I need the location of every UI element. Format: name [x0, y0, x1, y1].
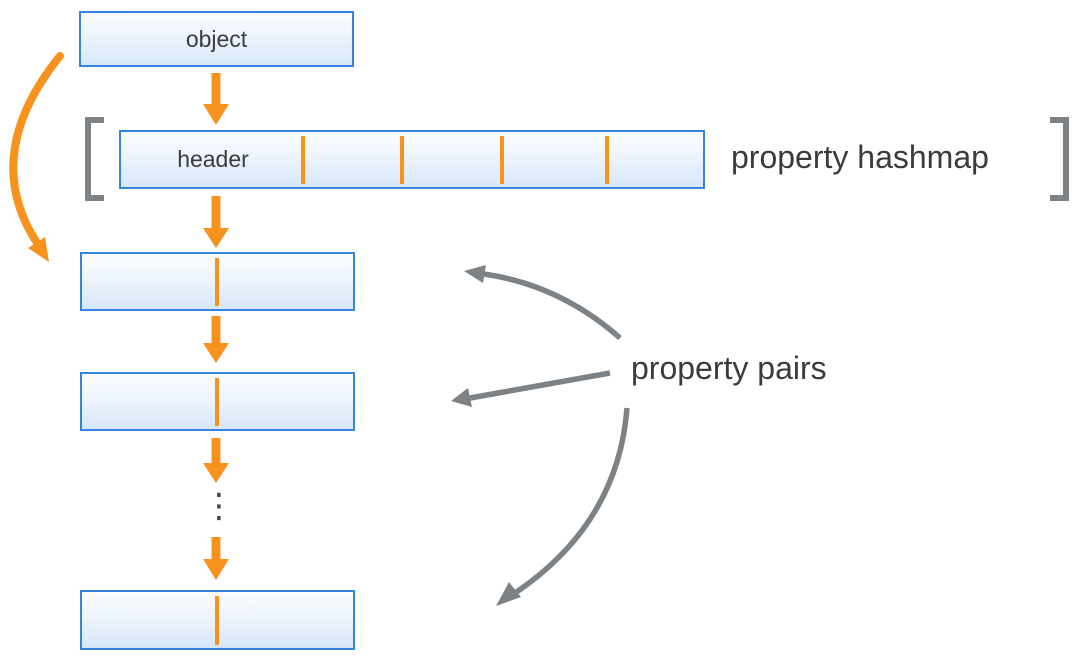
orange-down-arrow-pair1-to-pair2 — [203, 316, 229, 363]
object-box: object — [79, 11, 354, 67]
bracket-left-icon — [85, 117, 104, 201]
gray-arrow-to-pair2 — [451, 370, 611, 407]
gray-arrow-to-pair3 — [496, 407, 630, 606]
property-hashmap-label: property hashmap — [731, 139, 989, 175]
orange-down-arrow-object-to-header — [203, 73, 229, 125]
orange-curved-arrow-object-to-pair1 — [9, 52, 64, 262]
bracket-right-icon — [1050, 117, 1069, 201]
gray-arrow-to-pair1 — [464, 265, 622, 341]
object-box-label: object — [185, 26, 248, 52]
property-pairs-label: property pairs — [631, 350, 827, 386]
hashmap-header-label: header — [177, 146, 249, 172]
continuation-ellipsis: ⋮ — [202, 486, 236, 526]
orange-down-arrow-pair2-to-ellipsis — [203, 438, 229, 483]
hashmap-slot-dividers — [301, 136, 609, 184]
orange-down-arrow-ellipsis-to-pair3 — [203, 537, 229, 580]
orange-down-arrow-header-to-pair1 — [203, 196, 229, 248]
